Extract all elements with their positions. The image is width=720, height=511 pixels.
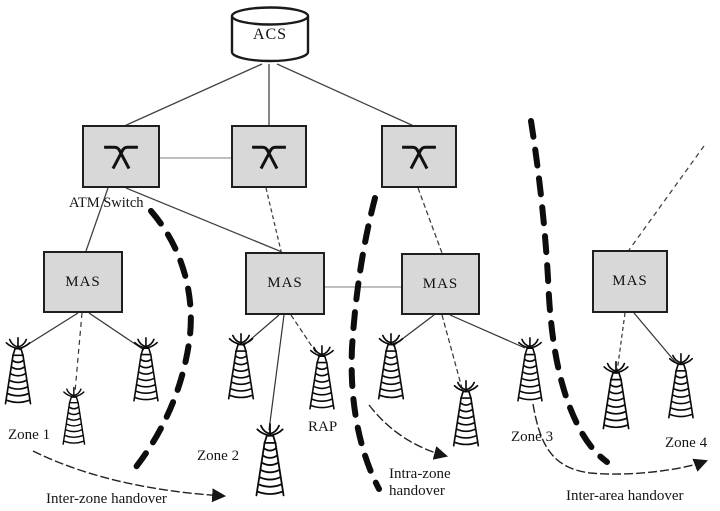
mas-node-1: MAS [43, 251, 123, 313]
rap-caption: RAP [308, 419, 338, 435]
rap-tower-icon [452, 380, 480, 447]
mas-node-4: MAS [592, 250, 668, 313]
rap-tower-icon [668, 353, 694, 419]
atm-switch-1 [82, 125, 160, 188]
zone1-label: Zone 1 [8, 427, 51, 443]
zone-boundary-2-3 [348, 195, 382, 492]
link-mas1-rap-b [74, 312, 83, 393]
link-mas1-rap-c [88, 312, 145, 351]
rap-tower-icon [309, 345, 335, 410]
zone-boundary-1-2 [133, 208, 194, 470]
acs-cylinder-shape [230, 6, 310, 63]
intra-zone-handover-label: Intra-zone handover [389, 466, 451, 500]
link-switch1-mas2 [125, 187, 283, 253]
intra-zone-handover-arrow [368, 404, 449, 460]
rap-tower-icon [517, 337, 543, 402]
inter-area-handover-arrow [532, 403, 708, 475]
rap-tower-icon [62, 387, 86, 445]
zone2-label: Zone 2 [197, 448, 240, 464]
mas-node-label: MAS [65, 273, 101, 290]
link-mas3-rap-i [449, 314, 526, 349]
atm-switch-icon [252, 145, 286, 169]
zone4-label: Zone 4 [665, 435, 708, 451]
inter-zone-handover-arrow [32, 450, 227, 503]
link-acs-switch1 [121, 63, 263, 128]
atm-switch-caption: ATM Switch [69, 195, 144, 211]
mas-node-label: MAS [267, 275, 303, 291]
atm-switch-icon [402, 145, 436, 169]
inter-area-handover-label: Inter-area handover [566, 488, 684, 504]
rap-tower-icon [602, 361, 630, 430]
rap-tower-icon [133, 337, 159, 402]
link-switch2-mas2 [265, 187, 282, 252]
link-mas4-rap-j [616, 312, 626, 373]
link-switch3-mas3 [417, 187, 443, 254]
area-boundary [528, 118, 610, 465]
atm-switch-3 [381, 125, 457, 188]
rap-tower-icon [4, 337, 32, 405]
rap-tower-icon [227, 333, 255, 400]
link-remote-switch-mas4 [628, 145, 705, 251]
link-switch1-mas1 [85, 187, 109, 252]
mas-node-label: MAS [612, 273, 648, 289]
zone3-label: Zone 3 [511, 429, 554, 445]
atm-switch-2 [231, 125, 307, 188]
inter-zone-handover-label: Inter-zone handover [46, 491, 167, 507]
mas-node-2: MAS [245, 252, 325, 315]
acs-node-label: ACS [252, 26, 288, 43]
mas-node-3: MAS [401, 253, 480, 315]
link-mas4-rap-k [633, 312, 678, 365]
rap-tower-icon [377, 333, 405, 400]
atm-switch-icon [104, 145, 138, 169]
link-mas3-rap-h [441, 314, 464, 393]
link-acs-switch3 [276, 63, 417, 128]
rap-tower-icon [255, 423, 285, 497]
link-mas2-rap-e [268, 314, 285, 431]
mas-node-label: MAS [422, 275, 459, 292]
link-mas2-rap-f [290, 314, 320, 358]
